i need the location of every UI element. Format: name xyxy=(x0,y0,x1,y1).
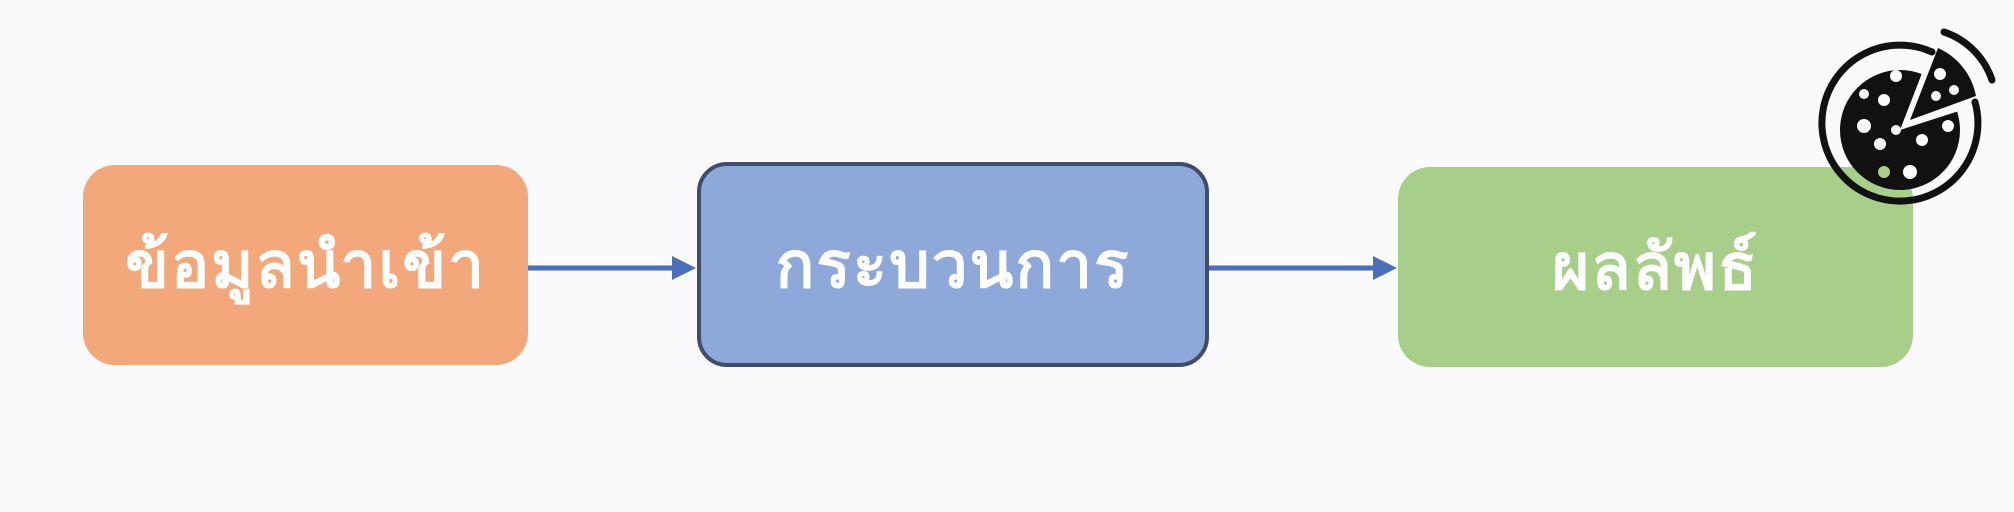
node-process: กระบวนการ xyxy=(697,162,1209,367)
arrow-input-to-process xyxy=(528,256,696,280)
node-input: ข้อมูลนำเข้า xyxy=(83,165,528,365)
node-output: ผลลัพธ์ xyxy=(1398,167,1913,367)
pizza-icon xyxy=(1818,28,1996,205)
arrow-process-to-output xyxy=(1209,256,1397,280)
node-output-label: ผลลัพธ์ xyxy=(1551,231,1760,305)
node-process-label: กระบวนการ xyxy=(775,228,1131,303)
node-input-label: ข้อมูลนำเข้า xyxy=(125,229,486,303)
